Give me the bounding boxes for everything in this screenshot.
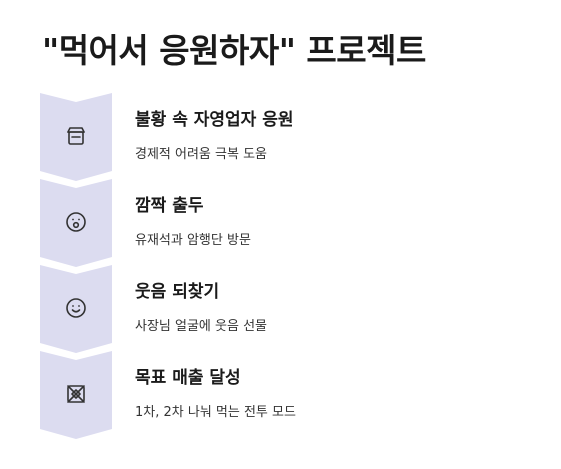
- page-title: "먹어서 응원하자" 프로젝트: [42, 31, 426, 70]
- step-1-title: 불황 속 자영업자 응원: [135, 110, 294, 130]
- step-3-title: 웃음 되찾기: [135, 282, 220, 302]
- step-4: 목표 매출 달성 1차, 2차 나눠 먹는 전투 모드: [0, 351, 561, 441]
- step-2-chevron: [40, 179, 112, 267]
- step-1-desc: 경제적 어려움 극복 도움: [135, 147, 267, 162]
- step-4-desc: 1차, 2차 나눠 먹는 전투 모드: [135, 405, 296, 420]
- smile-face-icon: [66, 298, 86, 318]
- step-4-chevron: [40, 351, 112, 439]
- surprised-face-icon: [66, 212, 86, 232]
- step-2: 깜짝 출두 유재석과 암행단 방문: [0, 179, 561, 269]
- step-3-desc: 사장님 얼굴에 웃음 선물: [135, 319, 267, 334]
- step-3-chevron: [40, 265, 112, 353]
- step-4-title: 목표 매출 달성: [135, 368, 241, 388]
- shop-icon: [67, 127, 85, 145]
- step-2-title: 깜짝 출두: [135, 196, 204, 216]
- step-2-desc: 유재석과 암행단 방문: [135, 233, 251, 248]
- step-1: 불황 속 자영업자 응원 경제적 어려움 극복 도움: [0, 93, 561, 183]
- step-1-chevron: [40, 93, 112, 181]
- target-cross-icon: [67, 385, 85, 403]
- step-3: 웃음 되찾기 사장님 얼굴에 웃음 선물: [0, 265, 561, 355]
